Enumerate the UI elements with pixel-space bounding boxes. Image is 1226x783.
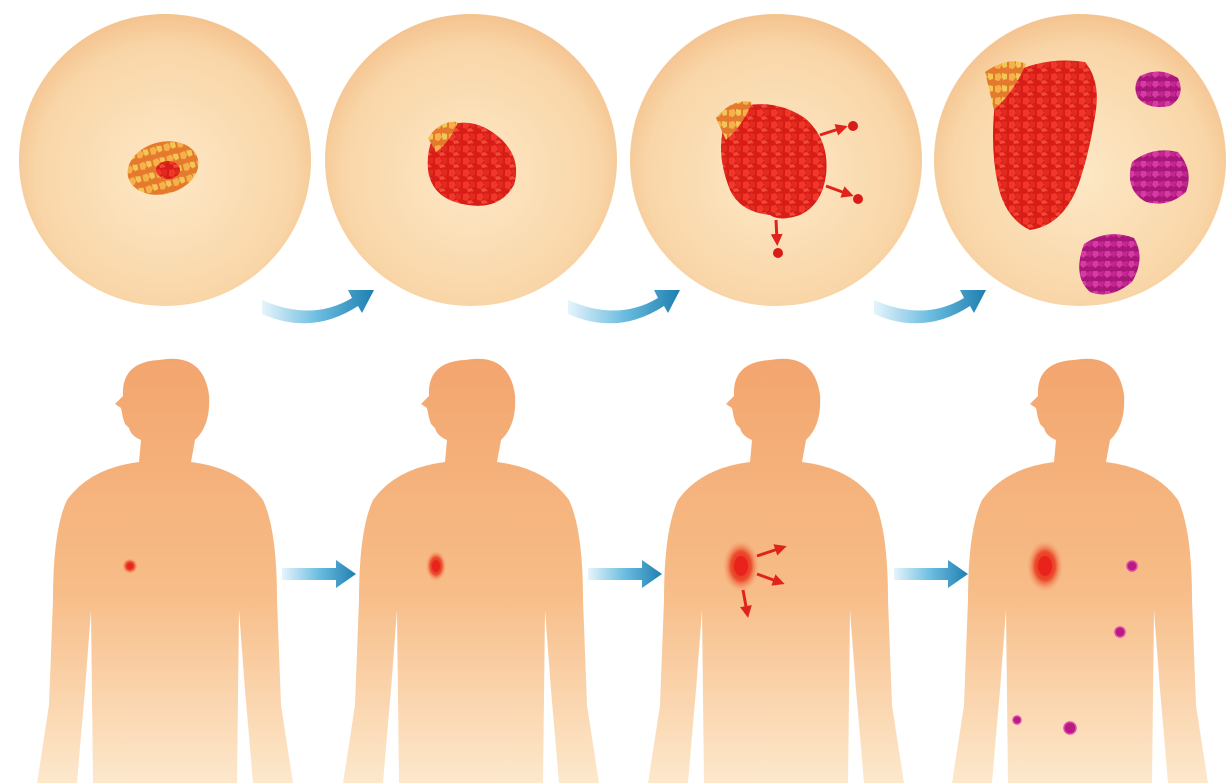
blue-curved-arrow-icon bbox=[568, 290, 680, 323]
tumor-core bbox=[1038, 556, 1052, 576]
metastasis-spot bbox=[1064, 722, 1076, 734]
blue-straight-arrow-icon bbox=[588, 560, 662, 588]
blue-straight-arrow-icon bbox=[894, 560, 968, 588]
body-silhouette bbox=[952, 359, 1208, 783]
blue-curved-arrow-icon bbox=[874, 290, 986, 323]
metastasis-cluster bbox=[1135, 71, 1180, 107]
body-silhouette bbox=[648, 359, 904, 783]
body-stage-2 bbox=[343, 359, 599, 783]
tumor-core bbox=[734, 556, 748, 576]
body-silhouette bbox=[37, 359, 293, 783]
migrating-cell bbox=[848, 121, 858, 131]
circle-stage-3 bbox=[630, 14, 922, 306]
migrating-cell bbox=[853, 194, 863, 204]
blue-curved-arrow-icon bbox=[262, 290, 374, 323]
migrating-cell bbox=[773, 248, 783, 258]
metastasis-spot bbox=[1127, 561, 1137, 571]
metastasis-cluster bbox=[1130, 150, 1189, 203]
body-silhouette bbox=[343, 359, 599, 783]
circle-stage-2 bbox=[325, 14, 617, 306]
metastasis-spot bbox=[1115, 627, 1125, 637]
body-stage-3 bbox=[648, 359, 904, 783]
red-spread-arrow-icon bbox=[776, 220, 777, 240]
body-stage-4 bbox=[952, 359, 1208, 783]
tumor-core bbox=[127, 563, 133, 569]
tumor-core bbox=[432, 560, 440, 572]
circle-stage-1 bbox=[19, 14, 311, 306]
body-stage-1 bbox=[37, 359, 293, 783]
metastasis-spot bbox=[1013, 716, 1021, 724]
circle-stage-4 bbox=[934, 14, 1226, 306]
blue-straight-arrow-icon bbox=[282, 560, 356, 588]
